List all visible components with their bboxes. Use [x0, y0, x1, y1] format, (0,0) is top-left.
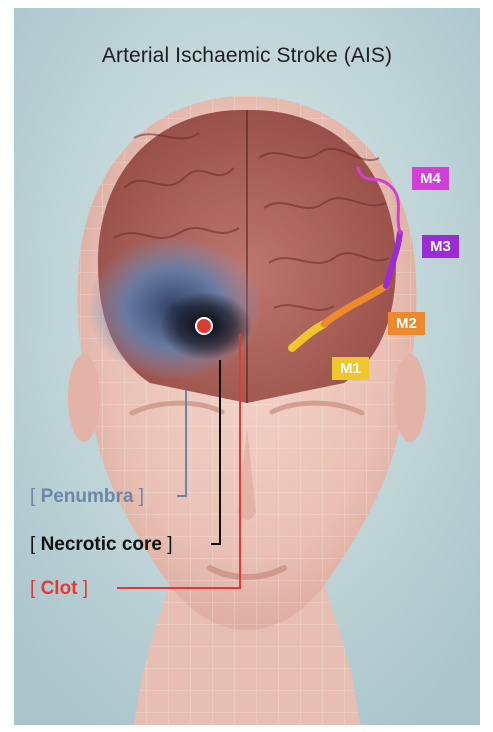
necrotic-core-label: [ Necrotic core ]	[30, 534, 173, 556]
left-ear	[68, 354, 100, 442]
segment-m3-tag: M3	[422, 235, 459, 258]
segment-m2-tag: M2	[388, 312, 425, 335]
penumbra-label: [ Penumbra ]	[30, 486, 144, 508]
clot-label: [ Clot ]	[30, 578, 88, 600]
segment-m4-tag: M4	[412, 167, 449, 190]
diagram-title: Arterial Ischaemic Stroke (AIS)	[14, 44, 480, 68]
segment-m1-tag: M1	[332, 357, 369, 380]
necrotic-core-label-text: Necrotic core	[41, 534, 162, 555]
clot-label-text: Clot	[41, 578, 78, 599]
illustration-frame: Arterial Ischaemic Stroke (AIS) M4 M3 M2…	[14, 8, 480, 725]
head-illustration	[14, 8, 480, 725]
clot-marker	[196, 318, 212, 334]
penumbra-label-text: Penumbra	[41, 486, 134, 507]
right-ear	[394, 354, 426, 442]
